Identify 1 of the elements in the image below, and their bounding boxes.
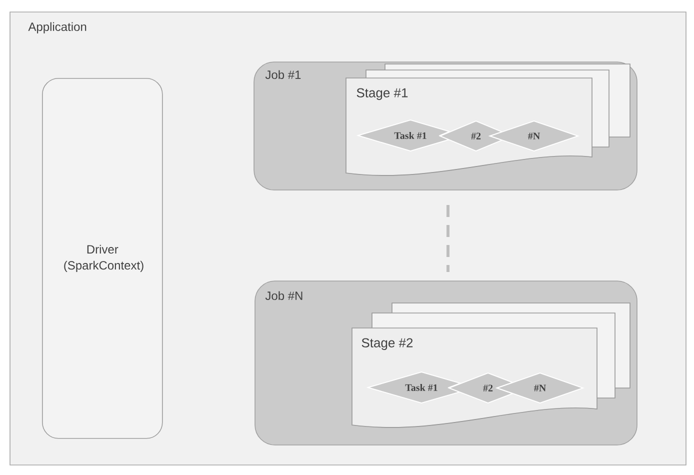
driver-box: Driver (SparkContext) [42,78,163,439]
